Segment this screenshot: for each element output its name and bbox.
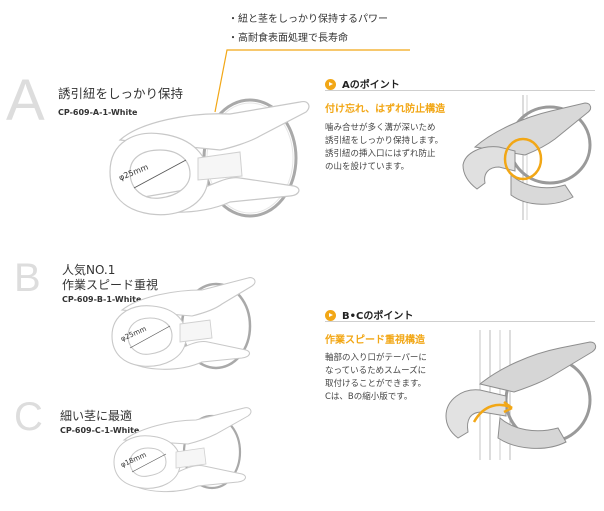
point-a-body-line: 噛み合せが多く溝が深いため [325, 123, 436, 133]
point-a-body-line: 誘引紐をしっかり保持します。 [325, 136, 444, 146]
product-letter-a: A [6, 68, 45, 133]
point-bc-divider [325, 321, 595, 322]
clip-c-image [113, 407, 252, 493]
product-c-name: 細い茎に最適 [60, 409, 133, 423]
product-b-name-line1: 人気NO.1 [62, 263, 116, 277]
point-bc-body: 軸部の入り口がテーパーに なっているためスムーズに 取付けることができます。 C… [325, 352, 427, 404]
product-b-name-line2: 作業スピード重視 [62, 278, 159, 292]
point-a-photo [462, 95, 592, 220]
play-icon [325, 310, 336, 321]
point-a-heading: Aのポイント [325, 76, 400, 91]
point-bc-body-line: 取付けることができます。 [325, 379, 427, 389]
point-a-body: 噛み合せが多く溝が深いため 誘引紐をしっかり保持します。 誘引紐の挿入口にはずれ… [325, 122, 443, 174]
point-a-divider [325, 90, 595, 91]
point-bc-heading: B•Cのポイント [325, 307, 413, 322]
point-a-subtitle: 付け忘れ、はずれ防止構造 [325, 104, 446, 115]
point-a-body-line: の山を設けています。 [325, 162, 410, 172]
product-a-name: 誘引紐をしっかり保持 [58, 86, 184, 101]
point-bc-body-line: Cは、Bの縮小版です。 [325, 392, 413, 402]
feature-list: ・紐と茎をしっかり保持するパワー ・高耐食表面処理で長寿命 [228, 10, 388, 48]
point-a-title: Aのポイント [342, 80, 400, 91]
product-letter-c: C [14, 395, 43, 439]
point-bc-body-line: 軸部の入り口がテーパーに [325, 353, 427, 363]
product-b-code: CP-609-B-1-White [62, 295, 142, 304]
product-a-code: CP-609-A-1-White [58, 108, 138, 117]
product-letter-b: B [14, 256, 41, 300]
point-bc-photo [445, 330, 597, 460]
play-icon [325, 79, 336, 90]
feature-item: ・高耐食表面処理で長寿命 [228, 33, 348, 44]
product-c-code: CP-609-C-1-White [60, 426, 140, 435]
point-bc-subtitle: 作業スピード重視構造 [325, 335, 425, 346]
point-bc-body-line: なっているためスムーズに [325, 366, 427, 376]
feature-item: ・紐と茎をしっかり保持するパワー [228, 14, 388, 25]
point-a-body-line: 誘引紐の挿入口にはずれ防止 [325, 149, 436, 159]
point-bc-title: B•Cのポイント [342, 311, 414, 322]
clip-a-image [109, 98, 310, 218]
clip-b-image [111, 277, 256, 370]
